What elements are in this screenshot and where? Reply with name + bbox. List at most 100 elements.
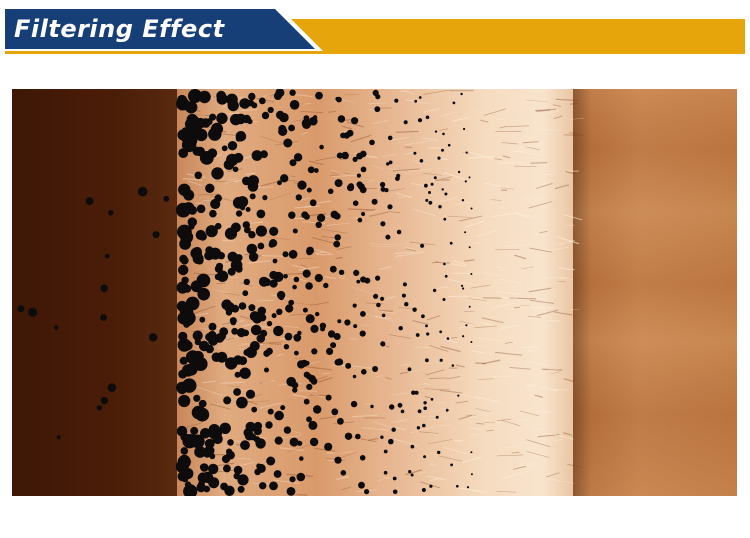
fiber-strand <box>437 424 450 427</box>
contaminant-particle <box>210 122 224 135</box>
contaminant-particle <box>245 389 256 399</box>
fiber-strand <box>536 182 553 189</box>
fiber-strand <box>460 394 480 400</box>
fiber-strand <box>523 135 536 140</box>
contaminant-particle <box>288 124 295 132</box>
fiber-strand <box>500 187 514 190</box>
contaminant-particle <box>432 288 437 293</box>
fiber-strand <box>394 254 401 258</box>
contaminant-particle <box>258 97 266 105</box>
fiber-strand <box>319 416 337 420</box>
fiber-strand <box>468 298 488 301</box>
fiber-strand <box>562 213 583 221</box>
contaminant-particle <box>205 344 214 354</box>
fiber-strand <box>534 394 543 398</box>
contaminant-particle <box>360 311 366 317</box>
fiber-strand <box>256 299 274 302</box>
fiber-strand <box>213 348 229 354</box>
contaminant-particle <box>307 166 315 174</box>
fiber-strand <box>552 104 562 108</box>
contaminant-particle <box>237 485 245 493</box>
contaminant-particle <box>226 357 235 367</box>
contaminant-particle <box>205 246 214 255</box>
fiber-strand <box>361 427 389 431</box>
fiber-strand <box>438 128 449 131</box>
contaminant-particle <box>301 211 309 219</box>
fiber-strand <box>393 242 409 247</box>
header-tab <box>5 9 315 49</box>
contaminant-particle <box>248 252 259 262</box>
contaminant-particle <box>407 367 412 372</box>
contaminant-particle <box>266 320 273 327</box>
fiber-strand <box>415 161 427 165</box>
fiber-strand <box>335 476 350 480</box>
fiber-strand <box>412 320 429 325</box>
fiber-strand <box>467 155 496 159</box>
fiber-strand <box>501 419 521 427</box>
fiber-strand <box>550 388 569 391</box>
contaminant-particle <box>272 258 278 264</box>
fiber-strand <box>209 403 231 410</box>
fiber-strand <box>492 301 517 309</box>
fiber-strand <box>259 380 272 384</box>
contaminant-particle <box>280 174 289 183</box>
filter-media <box>177 89 575 496</box>
fiber-strand <box>212 289 230 294</box>
fiber-strand <box>388 211 401 214</box>
contaminant-particle <box>337 115 346 123</box>
contaminant-particle <box>137 186 148 197</box>
contaminant-particle <box>437 450 441 455</box>
contaminant-particle <box>191 405 206 420</box>
contaminant-particle <box>205 333 214 342</box>
fiber-strand <box>440 112 455 117</box>
contaminant-particle <box>470 273 473 275</box>
contaminant-particle <box>400 409 405 414</box>
contaminant-particle <box>269 270 278 280</box>
fiber-strand <box>431 407 454 412</box>
contaminant-particle <box>285 304 294 313</box>
fiber-strand <box>436 173 445 176</box>
contaminant-particle <box>319 144 324 150</box>
contaminant-particle <box>215 262 224 270</box>
contaminant-particle <box>194 338 202 346</box>
fiber-strand <box>365 313 377 318</box>
contaminant-particle <box>223 396 232 405</box>
fiber-strand <box>429 463 436 467</box>
contaminant-particle <box>470 473 473 476</box>
fiber-strand <box>257 186 274 188</box>
fiber-strand <box>525 384 537 387</box>
contaminant-particle <box>261 111 270 120</box>
contaminant-particle <box>243 278 250 286</box>
fiber-strand <box>460 487 487 494</box>
fiber-strand <box>539 386 559 392</box>
fiber-strand <box>197 193 220 196</box>
contaminant-particle <box>380 221 386 227</box>
fiber-strand <box>367 102 388 105</box>
fiber-strand <box>401 369 425 375</box>
fiber-strand <box>519 144 542 148</box>
contaminant-particle <box>262 195 268 201</box>
fiber-strand <box>385 376 392 380</box>
fiber-strand <box>202 380 217 384</box>
contaminant-particle <box>193 394 201 402</box>
fiber-strand <box>346 121 364 128</box>
contaminant-particle <box>375 275 381 281</box>
fiber-strand <box>479 337 504 342</box>
fiber-strand <box>458 414 473 420</box>
contaminant-particle <box>420 243 425 248</box>
contaminant-particle <box>442 132 445 136</box>
fiber-strand <box>303 102 311 105</box>
contaminant-particle <box>334 456 342 464</box>
contaminant-particle <box>369 139 375 146</box>
fiber-strand <box>513 285 522 288</box>
contaminant-particle <box>421 314 425 319</box>
fiber-strand <box>494 158 502 161</box>
contaminant-particle <box>372 366 379 372</box>
fiber-strand <box>522 141 539 144</box>
fiber-strand <box>225 337 234 341</box>
contaminant-particle <box>273 92 282 100</box>
fiber-strand <box>314 447 336 452</box>
fiber-strand <box>328 110 337 113</box>
contaminant-particle <box>278 124 287 133</box>
contaminant-particle <box>470 451 473 454</box>
